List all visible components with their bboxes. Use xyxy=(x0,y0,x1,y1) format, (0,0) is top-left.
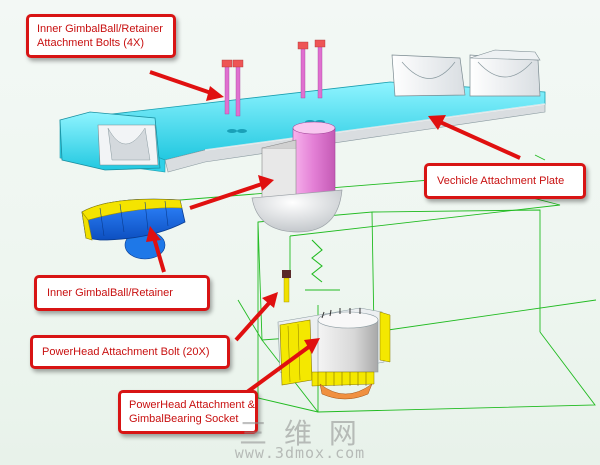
vehicle-attachment-plate xyxy=(59,49,546,173)
callout-inner-bolts-line1: Inner GimbalBall/Retainer xyxy=(37,23,163,35)
watermark-glyphs: 三 维 网 xyxy=(239,417,361,450)
powerhead-socket-part xyxy=(277,307,391,400)
retainer-bolts xyxy=(221,39,326,117)
callout-inner-bolts-line2: Attachment Bolts (4X) xyxy=(37,37,144,49)
arrow-to-hub xyxy=(189,175,274,210)
arrow-to-retainer xyxy=(146,226,166,273)
callout-powerhead-bolt-label: PowerHead Attachment Bolt (20X) xyxy=(42,346,210,358)
callout-powerhead-bolt: PowerHead Attachment Bolt (20X) xyxy=(30,335,230,369)
callout-powerhead-socket-line2: GimbalBearing Socket xyxy=(129,413,239,425)
callout-vehicle-plate: Vechicle Attachment Plate xyxy=(424,163,586,199)
callout-inner-bolts: Inner GimbalBall/Retainer Attachment Bol… xyxy=(26,14,176,58)
callout-inner-retainer-label: Inner GimbalBall/Retainer xyxy=(47,287,173,299)
arrow-to-plate xyxy=(428,115,521,160)
callout-powerhead-socket: PowerHead Attachment & GimbalBearing Soc… xyxy=(118,390,258,434)
callout-powerhead-socket-line1: PowerHead Attachment & xyxy=(129,399,255,411)
powerhead-bolt-part xyxy=(282,270,291,303)
callout-vehicle-plate-label: Vechicle Attachment Plate xyxy=(437,175,565,187)
callout-inner-retainer: Inner GimbalBall/Retainer xyxy=(34,275,210,311)
watermark-url: www.3dmox.com xyxy=(234,444,366,462)
arrow-to-powerhead-bolt xyxy=(234,292,278,342)
arrow-to-bolts xyxy=(149,70,224,101)
inner-retainer-part xyxy=(81,198,186,260)
pointer-arrows xyxy=(146,70,521,408)
gimbal-ball-dome xyxy=(251,189,343,233)
